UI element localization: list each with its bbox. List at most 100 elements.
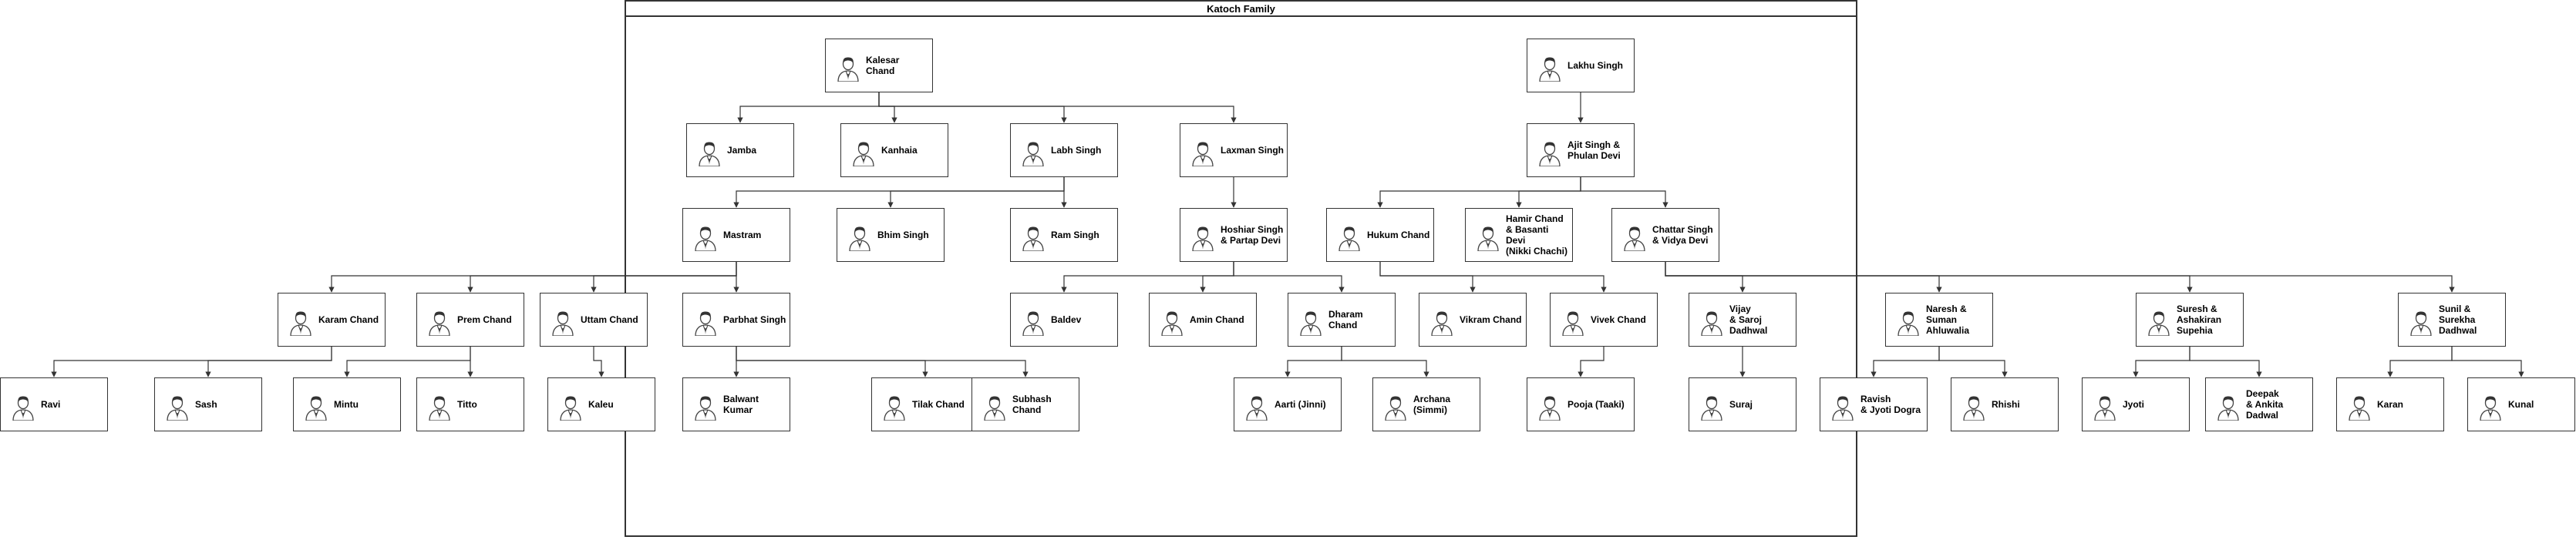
edge-dharam-archana [1341, 347, 1429, 377]
edge-labh-mastram [733, 177, 1065, 208]
edge-uttam-kaleu [593, 347, 604, 377]
person-node-laxman[interactable]: Laxman Singh [1180, 123, 1288, 177]
person-node-kaleu[interactable]: Kaleu [547, 377, 655, 431]
diagram-title: Katoch Family [626, 2, 1856, 17]
person-node-kanhaia[interactable]: Kanhaia [840, 123, 948, 177]
person-avatar-icon [305, 396, 327, 421]
edge-kalesar-laxman [878, 92, 1237, 123]
person-avatar-icon [1963, 396, 1985, 421]
edge-hukum-vivek [1379, 262, 1607, 293]
person-node-ravish[interactable]: Ravish & Jyoti Dogra [1820, 377, 1928, 431]
person-name: Uttam Chand [581, 314, 638, 325]
person-node-ravi[interactable]: Ravi [0, 377, 108, 431]
person-node-karam[interactable]: Karam Chand [278, 293, 386, 347]
person-avatar-icon [1192, 142, 1214, 166]
person-node-mintu[interactable]: Mintu [293, 377, 401, 431]
person-avatar-icon [167, 396, 188, 421]
person-node-titto[interactable]: Titto [416, 377, 524, 431]
person-node-jamba[interactable]: Jamba [686, 123, 794, 177]
person-avatar-icon [552, 311, 574, 336]
person-name: Aarti (Jinni) [1275, 399, 1326, 410]
person-node-ajit[interactable]: Ajit Singh & Phulan Devi [1527, 123, 1635, 177]
edge-mastram-prem [467, 262, 737, 293]
person-name: Hoshiar Singh & Partap Devi [1221, 224, 1284, 246]
person-name: Karam Chand [318, 314, 379, 325]
person-avatar-icon [1477, 226, 1499, 251]
person-node-jyoti[interactable]: Jyoti [2082, 377, 2190, 431]
person-avatar-icon [695, 311, 716, 336]
person-node-chattar[interactable]: Chattar Singh & Vidya Devi [1611, 208, 1719, 262]
person-name: Subhash Chand [1012, 394, 1052, 415]
edge-kalesar-kanhaia [878, 92, 897, 123]
person-node-vivek[interactable]: Vivek Chand [1550, 293, 1658, 347]
person-node-pooja[interactable]: Pooja (Taaki) [1527, 377, 1635, 431]
person-avatar-icon [290, 311, 311, 336]
person-node-vikram[interactable]: Vikram Chand [1419, 293, 1527, 347]
person-avatar-icon [1897, 311, 1919, 336]
person-node-archana[interactable]: Archana (Simmi) [1372, 377, 1480, 431]
person-node-hukum[interactable]: Hukum Chand [1326, 208, 1434, 262]
person-name: Chattar Singh & Vidya Devi [1652, 224, 1713, 246]
person-name: Dharam Chand [1328, 309, 1363, 330]
person-node-hoshiar[interactable]: Hoshiar Singh & Partap Devi [1180, 208, 1288, 262]
edge-chattar-naresh [1665, 262, 1942, 293]
person-node-prem[interactable]: Prem Chand [416, 293, 524, 347]
person-node-aarti[interactable]: Aarti (Jinni) [1234, 377, 1342, 431]
person-node-kunal[interactable]: Kunal [2467, 377, 2575, 431]
person-node-ram[interactable]: Ram Singh [1010, 208, 1118, 262]
edge-sunil-kunal [2451, 347, 2524, 377]
edge-naresh-ravish [1871, 347, 1940, 377]
person-node-uttam[interactable]: Uttam Chand [540, 293, 648, 347]
person-avatar-icon [1339, 226, 1360, 251]
edge-dharam-aarti [1285, 347, 1342, 377]
person-node-amin[interactable]: Amin Chand [1149, 293, 1257, 347]
person-avatar-icon [1022, 142, 1044, 166]
person-name: Vijay & Saroj Dadhwal [1729, 304, 1768, 336]
person-avatar-icon [2094, 396, 2116, 421]
edge-suresh-deepak [2189, 347, 2262, 377]
edge-suresh-jyoti [2133, 347, 2190, 377]
person-node-hamir[interactable]: Hamir Chand & Basanti Devi (Nikki Chachi… [1465, 208, 1573, 262]
edge-ajit-hamir [1516, 177, 1581, 208]
person-avatar-icon [695, 226, 716, 251]
edge-vivek-pooja [1578, 347, 1605, 377]
edge-parbhat-subhash [736, 347, 1029, 377]
person-node-suresh[interactable]: Suresh & Ashakiran Supehia [2136, 293, 2244, 347]
person-avatar-icon [1539, 396, 1561, 421]
person-name: Tilak Chand [912, 399, 965, 410]
person-name: Parbhat Singh [723, 314, 786, 325]
person-node-sash[interactable]: Sash [154, 377, 262, 431]
person-avatar-icon [699, 142, 720, 166]
person-node-labh[interactable]: Labh Singh [1010, 123, 1118, 177]
person-node-subhash[interactable]: Subhash Chand [971, 377, 1079, 431]
person-avatar-icon [2410, 311, 2432, 336]
edge-parbhat-tilak [736, 347, 928, 377]
person-name: Mintu [334, 399, 359, 410]
person-name: Ravi [41, 399, 61, 410]
person-node-naresh[interactable]: Naresh & Suman Ahluwalia [1885, 293, 1993, 347]
edge-chattar-sunil [1665, 262, 2455, 293]
person-node-suraj[interactable]: Suraj [1689, 377, 1796, 431]
person-node-deepak[interactable]: Deepak & Ankita Dadwal [2205, 377, 2313, 431]
edge-ajit-hukum [1377, 177, 1581, 208]
person-node-baldev[interactable]: Baldev [1010, 293, 1118, 347]
edge-labh-bhim [887, 177, 1065, 208]
person-node-rhishi[interactable]: Rhishi [1951, 377, 2059, 431]
person-node-vijay[interactable]: Vijay & Saroj Dadhwal [1689, 293, 1796, 347]
person-node-balwant[interactable]: Balwant Kumar [682, 377, 790, 431]
person-name: Kaleu [588, 399, 614, 410]
person-avatar-icon [429, 396, 450, 421]
person-name: Deepak & Ankita Dadwal [2246, 388, 2284, 421]
person-node-lakhu[interactable]: Lakhu Singh [1527, 39, 1635, 92]
person-node-dharam[interactable]: Dharam Chand [1288, 293, 1396, 347]
person-node-sunil[interactable]: Sunil & Surekha Dadhwal [2398, 293, 2506, 347]
person-name: Kunal [2508, 399, 2534, 410]
edge-kalesar-labh [878, 92, 1067, 123]
person-node-kalesar[interactable]: Kalesar Chand [825, 39, 933, 92]
person-node-tilak[interactable]: Tilak Chand [871, 377, 979, 431]
person-node-karan[interactable]: Karan [2336, 377, 2444, 431]
person-node-bhim[interactable]: Bhim Singh [837, 208, 945, 262]
person-name: Ravish & Jyoti Dogra [1860, 394, 1921, 415]
person-node-mastram[interactable]: Mastram [682, 208, 790, 262]
person-node-parbhat[interactable]: Parbhat Singh [682, 293, 790, 347]
